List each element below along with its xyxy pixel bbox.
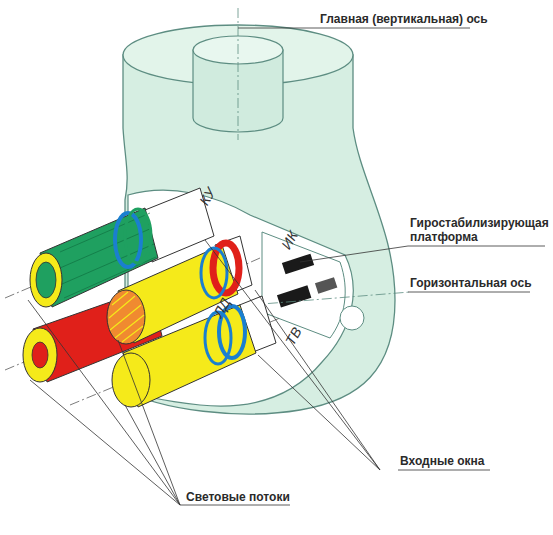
horizontal-axis bbox=[250, 292, 410, 305]
gyro-block bbox=[282, 254, 314, 275]
platform-label: Гиростабилизирующая платформа bbox=[410, 216, 550, 244]
callout-label: Световые потоки bbox=[186, 490, 326, 504]
gyro-block bbox=[315, 277, 337, 294]
callout-label: Входные окна bbox=[400, 454, 520, 468]
platform-window bbox=[262, 232, 345, 338]
leader-lines bbox=[28, 28, 545, 505]
axis-label: Главная (вертикальная) ось bbox=[320, 12, 520, 26]
axis-bearing bbox=[340, 306, 364, 330]
axis-label: Горизонтальная ось bbox=[410, 276, 550, 290]
gyro-block bbox=[277, 285, 311, 307]
